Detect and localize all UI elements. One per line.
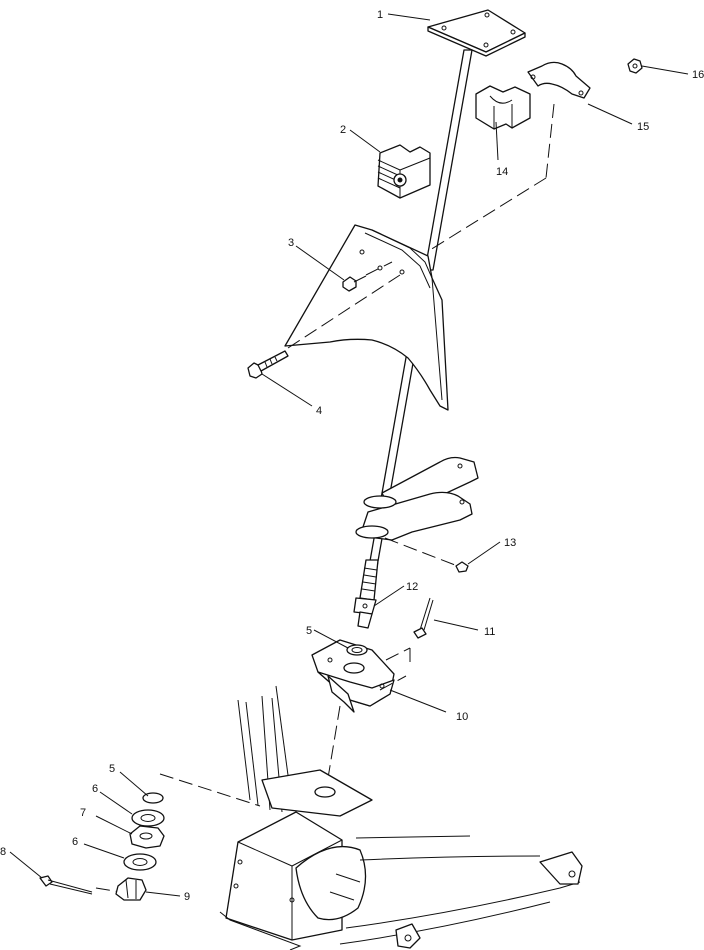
steering-arm-bracket [355, 456, 479, 566]
callout-9: 9 [184, 891, 190, 903]
lock-nut [627, 58, 643, 74]
universal-joint [353, 559, 379, 629]
steering-support-bracket [284, 224, 449, 411]
callout-7: 7 [80, 807, 86, 819]
spindle-hardware [39, 792, 165, 901]
handlebar-plate [427, 9, 526, 57]
callout-5-upper: 5 [306, 625, 312, 637]
callout-10: 10 [456, 711, 468, 723]
leader-lines [9, 13, 689, 897]
callout-5-lower: 5 [109, 763, 115, 775]
callout-12: 12 [406, 581, 418, 593]
callout-6-lower: 6 [72, 836, 78, 848]
callout-13: 13 [504, 537, 516, 549]
callout-14: 14 [496, 166, 508, 178]
callout-labels: 1 2 3 4 5 5 6 6 7 8 9 10 11 12 13 14 15 … [0, 9, 704, 903]
bushing-block [377, 144, 431, 199]
nut-7 [129, 825, 165, 849]
bracket-screw [455, 561, 469, 573]
callout-16: 16 [692, 69, 704, 81]
callout-6-upper: 6 [92, 783, 98, 795]
cotter-pin-8 [39, 875, 53, 887]
long-bolt [247, 274, 401, 379]
callout-8: 8 [0, 846, 6, 858]
callout-2: 2 [340, 124, 346, 136]
castle-nut-9 [115, 877, 147, 901]
washer-6-lower [123, 853, 157, 871]
callout-1: 1 [377, 9, 383, 21]
upper-bushing [475, 85, 531, 130]
steering-post-housing [311, 639, 411, 713]
callout-11: 11 [484, 626, 495, 638]
clamp-strap [527, 61, 591, 99]
callout-3: 3 [288, 237, 294, 249]
callout-4: 4 [316, 405, 322, 417]
small-bolt [342, 261, 393, 292]
retaining-pin [413, 597, 434, 639]
callout-15: 15 [637, 121, 649, 133]
washer-6-upper [131, 809, 165, 827]
front-frame [219, 685, 583, 950]
